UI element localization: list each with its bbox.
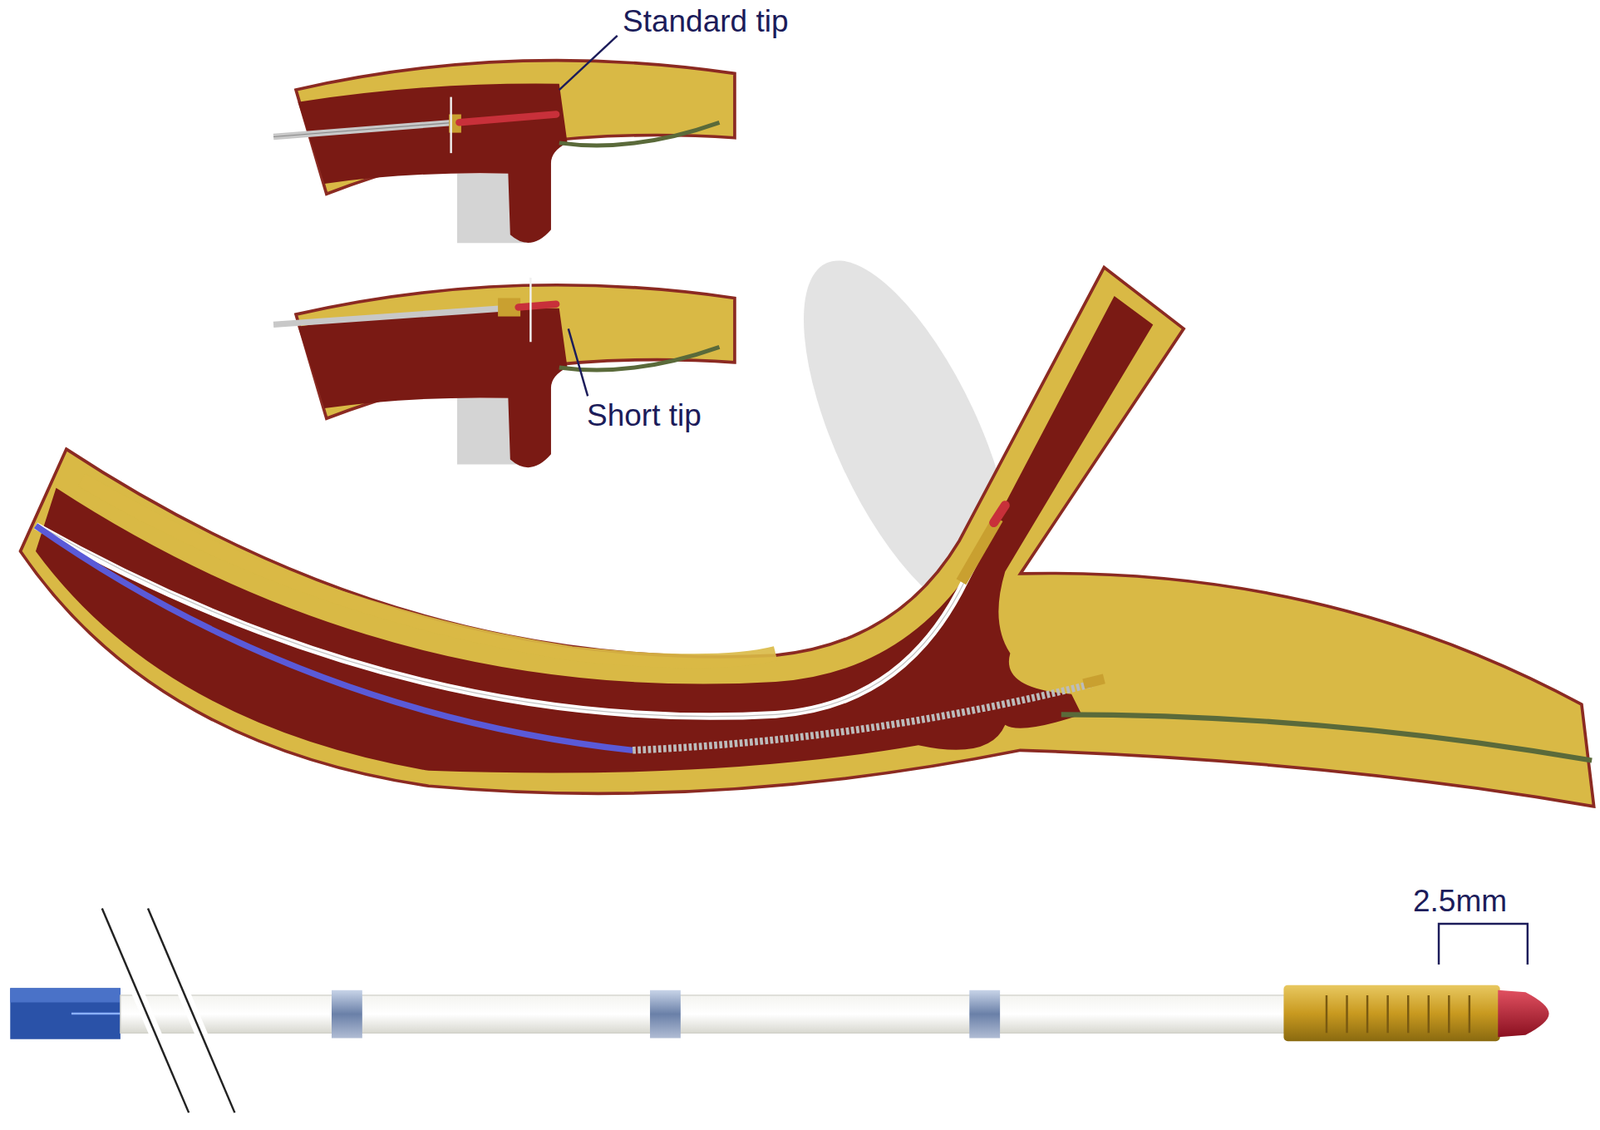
callout-label: Short tip xyxy=(586,398,702,434)
callout-label: Standard tip xyxy=(622,4,789,40)
dimension-label: 2.5mm xyxy=(1412,884,1507,919)
inset-short xyxy=(273,277,735,468)
burr-device xyxy=(9,908,1549,1113)
inset-standard xyxy=(273,35,735,243)
vessel xyxy=(20,232,1595,807)
